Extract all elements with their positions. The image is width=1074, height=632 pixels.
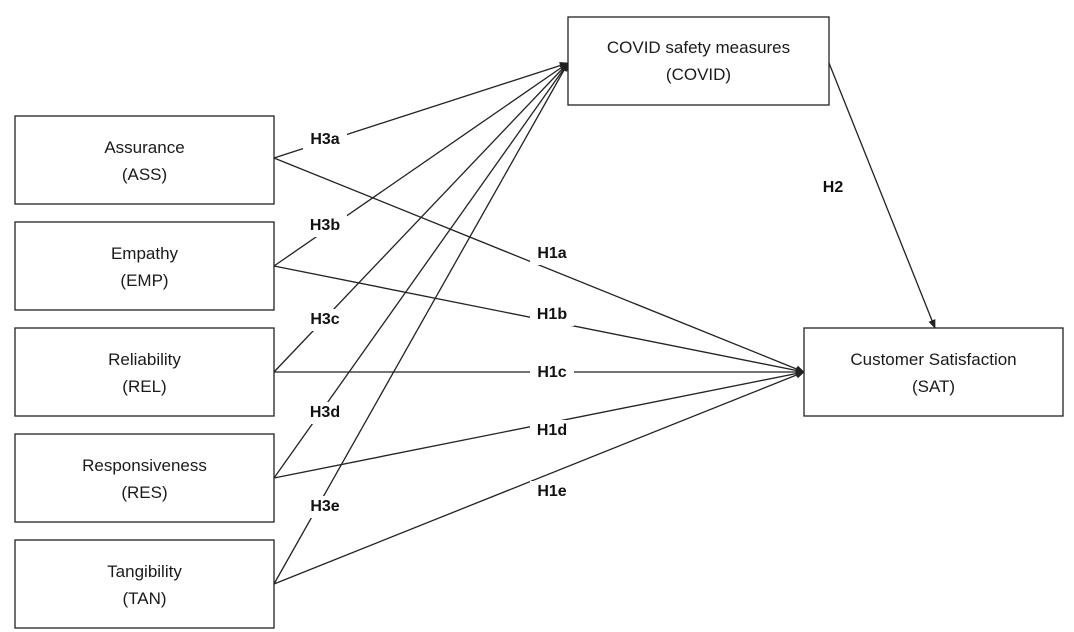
edge-label-h1e: H1e <box>537 483 566 500</box>
edges-layer <box>273 62 936 585</box>
node-tangibility-title: Tangibility <box>107 562 182 581</box>
edge-label-bg-h1b <box>530 304 574 326</box>
edge-label-bg-h3e <box>303 496 347 518</box>
edge-label-h2: H2 <box>823 179 844 196</box>
edge-h2 <box>828 62 936 329</box>
node-responsiveness-abbr: (RES) <box>121 483 167 502</box>
node-sat-title: Customer Satisfaction <box>850 350 1016 369</box>
node-reliability-abbr: (REL) <box>122 377 166 396</box>
node-empathy-title: Empathy <box>111 244 179 263</box>
edge-label-h1a: H1a <box>537 245 566 262</box>
edge-label-bg-h3d <box>303 402 347 424</box>
node-sat-abbr: (SAT) <box>912 377 955 396</box>
edge-label-h3d: H3d <box>310 404 340 421</box>
edge-label-bg-h3a <box>303 129 347 151</box>
node-assurance-title: Assurance <box>104 138 184 157</box>
edge-label-bg-h1d <box>530 420 574 442</box>
edge-label-h3c: H3c <box>310 311 339 328</box>
edge-label-h3a: H3a <box>310 131 339 148</box>
node-responsiveness: Responsiveness (RES) <box>14 433 275 523</box>
node-assurance-abbr: (ASS) <box>122 165 167 184</box>
edge-label-h3e: H3e <box>310 498 339 515</box>
edge-label-bg-h3b <box>303 215 347 237</box>
node-covid-safety-measures: COVID safety measures (COVID) <box>567 16 830 106</box>
edge-label-h1c: H1c <box>537 364 566 381</box>
edge-label-bg-h1c <box>530 362 574 384</box>
node-customer-satisfaction: Customer Satisfaction (SAT) <box>803 327 1064 417</box>
node-empathy: Empathy (EMP) <box>14 221 275 311</box>
node-covid-abbr: (COVID) <box>666 65 731 84</box>
edge-label-h1d: H1d <box>537 422 567 439</box>
node-tangibility-abbr: (TAN) <box>122 589 166 608</box>
edge-label-bg-h1a <box>530 243 574 265</box>
edge-label-bg-h1e <box>530 481 574 503</box>
node-covid-title: COVID safety measures <box>607 38 790 57</box>
edge-label-h1b: H1b <box>537 306 567 323</box>
node-tangibility: Tangibility (TAN) <box>14 539 275 629</box>
node-responsiveness-title: Responsiveness <box>82 456 207 475</box>
node-empathy-abbr: (EMP) <box>120 271 168 290</box>
edge-label-bg-h2 <box>811 177 855 199</box>
edge-label-bg-h3c <box>303 309 347 331</box>
node-assurance: Assurance (ASS) <box>14 115 275 205</box>
edge-label-h3b: H3b <box>310 217 340 234</box>
node-reliability: Reliability (REL) <box>14 327 275 417</box>
edge-h1e <box>273 371 805 585</box>
node-reliability-title: Reliability <box>108 350 181 369</box>
